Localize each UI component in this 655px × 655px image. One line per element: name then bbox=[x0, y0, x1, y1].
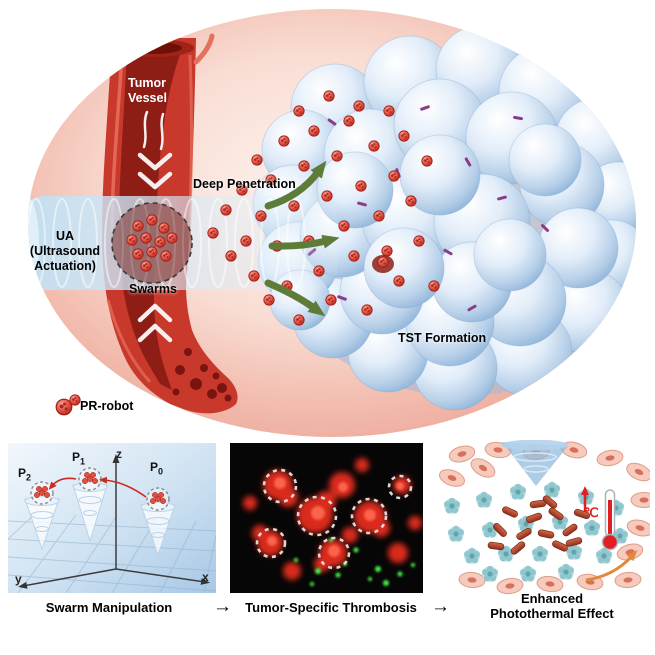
photothermal-panel bbox=[438, 440, 650, 595]
axis-label-y: y bbox=[15, 572, 22, 586]
tumor-vessel-line1: Tumor bbox=[128, 76, 166, 90]
deep-penetration-label: Deep Penetration bbox=[193, 177, 296, 191]
heat-arrow bbox=[585, 550, 638, 582]
pr-robot-legend-icon bbox=[55, 394, 81, 416]
p2-sub: 2 bbox=[26, 472, 32, 483]
penetration-arrows bbox=[264, 160, 340, 317]
thermometer-icon bbox=[581, 486, 619, 551]
vessel-branch-dots bbox=[172, 348, 232, 402]
swarm-zone bbox=[111, 202, 193, 284]
main-scheme-art bbox=[28, 9, 636, 437]
p2-letter: P bbox=[18, 466, 27, 480]
swarms-label: Swarms bbox=[129, 282, 177, 296]
axis-label-z: z bbox=[116, 447, 122, 461]
p1-letter: P bbox=[72, 450, 81, 464]
swarm-move-arrows bbox=[48, 476, 147, 498]
ua-line1: UA bbox=[55, 229, 75, 243]
dashed-highlight-circles bbox=[255, 468, 413, 570]
thrombus-bright-cores bbox=[267, 477, 404, 557]
flow-arrow-1: → bbox=[213, 596, 232, 617]
ua-line2: (Ultrasound bbox=[29, 243, 101, 258]
tst-formation-label: TST Formation bbox=[398, 331, 487, 345]
caption-swarm-manipulation: Swarm Manipulation bbox=[45, 600, 173, 615]
flow-arrow-2: → bbox=[431, 596, 450, 617]
tumor-mass bbox=[252, 25, 636, 411]
caption-photothermal: Enhanced Photothermal Effect bbox=[452, 591, 652, 622]
blood-flow-arrows bbox=[137, 110, 173, 343]
caption-thrombosis: Tumor-Specific Thrombosis bbox=[245, 600, 417, 615]
point-label-p1: P1 bbox=[72, 450, 85, 466]
celsius-label: ℃ bbox=[584, 505, 599, 520]
vortex-p0 bbox=[140, 487, 176, 557]
vortex-p2 bbox=[24, 481, 60, 551]
floor-grid bbox=[8, 512, 216, 593]
pr-robot-label: PR-robot bbox=[80, 399, 134, 413]
tumor-vessel-line2: Vessel bbox=[128, 90, 167, 105]
caption-photothermal-line1: Enhanced bbox=[520, 591, 584, 606]
swarm-manipulation-panel bbox=[8, 443, 216, 593]
p1-sub: 1 bbox=[80, 456, 86, 467]
p0-sub: 0 bbox=[158, 466, 164, 477]
ua-line3: Actuation) bbox=[34, 258, 96, 273]
p0-letter: P bbox=[150, 460, 159, 474]
point-label-p2: P2 bbox=[18, 466, 31, 482]
tumor-vessel-label: Tumor Vessel bbox=[128, 76, 167, 106]
coordinate-axes bbox=[18, 454, 210, 589]
caption-photothermal-line2: Photothermal Effect bbox=[490, 606, 614, 622]
point-label-p0: P0 bbox=[150, 460, 163, 476]
bacteria-rods bbox=[307, 105, 549, 312]
vortex-p1 bbox=[72, 467, 108, 543]
ua-label: UA (Ultrasound Actuation) bbox=[20, 229, 110, 273]
ultrasound-cone-small bbox=[502, 440, 568, 486]
green-fluorescence-specks bbox=[294, 538, 415, 586]
axis-label-x: x bbox=[202, 570, 209, 584]
pr-robot-stream bbox=[207, 90, 440, 326]
thrombosis-panel bbox=[230, 443, 423, 593]
